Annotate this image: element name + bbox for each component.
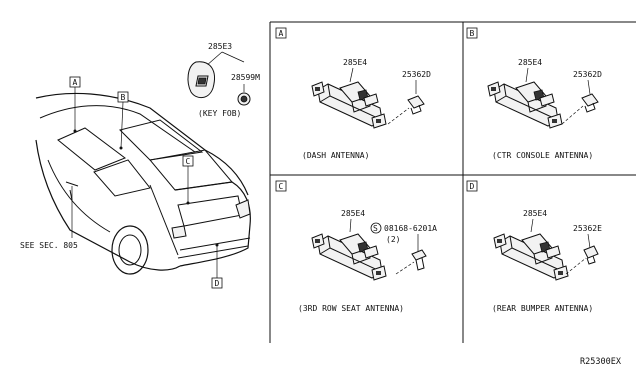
key-fob-part-label: 285E3 — [208, 42, 232, 51]
callout-a-label: A — [73, 78, 78, 87]
panel-b-caption: (CTR CONSOLE ANTENNA) — [492, 151, 593, 160]
panel-c-part-left: 285E4 — [341, 209, 365, 218]
panel-c-bolt-prefix: S — [373, 224, 378, 233]
panel-d-part-right: 25362E — [573, 224, 602, 233]
ctr-console-antenna-bracket — [487, 81, 563, 129]
callout-b-label: B — [121, 93, 126, 102]
see-section-note: SEE SEC. 805 — [20, 186, 78, 250]
panel-c: C 285E4 S 08168-6201A (2) (3RD ROW SEAT … — [275, 180, 437, 313]
panel-c-qty: (2) — [386, 235, 400, 244]
panel-b: B 285E4 25362D (CTR CONSOLE ANTENNA) — [466, 27, 602, 160]
key-fob-group: 285E3 28599M (KEY FOB) — [187, 42, 260, 118]
panel-c-letter: C — [279, 182, 284, 191]
key-fob-icon — [187, 61, 215, 98]
panel-a: A 285E4 25362D (DASH ANTENNA) — [275, 27, 431, 160]
see-sec-label: SEE SEC. 805 — [20, 241, 78, 250]
diagram-code: R25300EX — [580, 357, 622, 367]
bolt-icon — [411, 249, 427, 271]
vehicle-callout-d: D — [211, 243, 223, 289]
battery-icon — [237, 92, 251, 106]
ctr-console-clip-icon — [581, 93, 599, 113]
panel-grid — [269, 21, 636, 343]
panel-c-part-right: 08168-6201A — [384, 224, 437, 233]
panel-d-letter: D — [470, 182, 475, 191]
panel-a-letter: A — [279, 29, 284, 38]
callout-d-label: D — [215, 279, 220, 288]
panel-a-caption: (DASH ANTENNA) — [302, 151, 369, 160]
dash-antenna-clip-icon — [407, 95, 425, 115]
bolt-callout: S 08168-6201A (2) — [370, 222, 437, 244]
panel-c-caption: (3RD ROW SEAT ANTENNA) — [298, 304, 404, 313]
panel-a-part-left: 285E4 — [343, 58, 367, 67]
panel-d-caption: (REAR BUMPER ANTENNA) — [492, 304, 593, 313]
key-fob-battery-label: 28599M — [231, 73, 260, 82]
key-fob-caption: (KEY FOB) — [198, 109, 241, 118]
panel-d: D 285E4 25362E (REAR BUMPER ANTENNA) — [466, 180, 602, 313]
panel-b-letter: B — [470, 29, 475, 38]
vehicle-callout-b: B — [117, 91, 129, 150]
vehicle-illustration — [35, 92, 251, 275]
panel-d-part-left: 285E4 — [523, 209, 547, 218]
vehicle-callout-a: A — [69, 76, 81, 133]
dash-antenna-bracket — [311, 81, 387, 129]
vehicle-callout-c: C — [182, 155, 194, 205]
panel-b-part-right: 25362D — [573, 70, 602, 79]
rear-bumper-clip-icon — [583, 245, 599, 265]
callout-c-label: C — [186, 157, 191, 166]
third-row-antenna-bracket — [311, 233, 387, 281]
panel-b-part-left: 285E4 — [518, 58, 542, 67]
rear-bumper-antenna-bracket — [493, 233, 569, 281]
panel-a-part-right: 25362D — [402, 70, 431, 79]
